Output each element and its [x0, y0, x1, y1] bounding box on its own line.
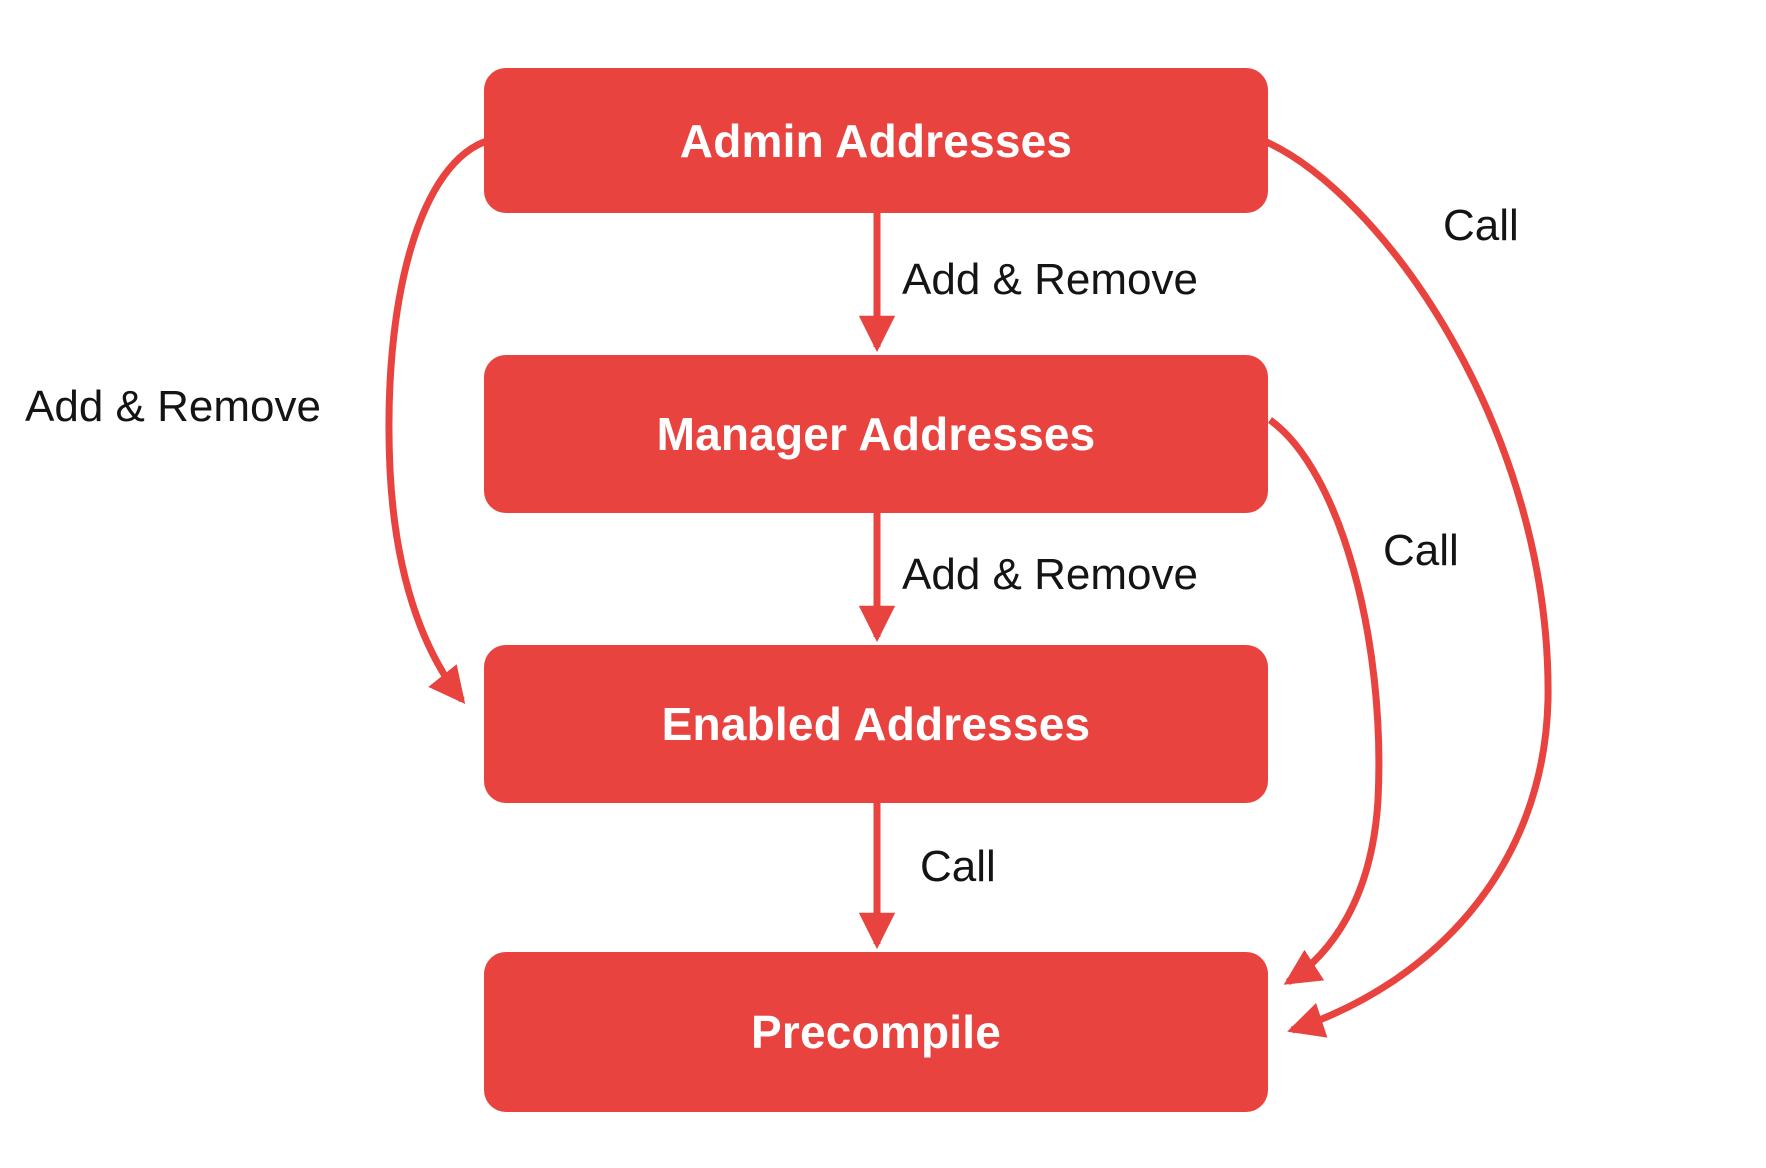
node-precompile[interactable]: Precompile: [484, 952, 1268, 1112]
node-manager-addresses[interactable]: Manager Addresses: [484, 355, 1268, 513]
edge-label-manager-enabled: Add & Remove: [902, 550, 1198, 599]
node-manager-addresses-label: Manager Addresses: [656, 408, 1096, 460]
edge-label-manager-precompile: Call: [1383, 526, 1459, 575]
edge-admin-precompile: [1260, 136, 1552, 1038]
edge-manager-precompile: [1267, 417, 1383, 985]
node-precompile-label: Precompile: [751, 1006, 1001, 1058]
node-admin-addresses[interactable]: Admin Addresses: [484, 68, 1268, 213]
edge-label-admin-manager: Add & Remove: [902, 255, 1198, 304]
edge-label-admin-precompile: Call: [1443, 201, 1519, 250]
edge-label-admin-enabled: Add & Remove: [25, 382, 321, 431]
edge-admin-enabled: [385, 136, 492, 704]
node-enabled-addresses-label: Enabled Addresses: [661, 698, 1091, 750]
node-enabled-addresses[interactable]: Enabled Addresses: [484, 645, 1268, 803]
node-admin-addresses-label: Admin Addresses: [679, 114, 1073, 167]
edge-label-enabled-precompile: Call: [920, 842, 996, 891]
